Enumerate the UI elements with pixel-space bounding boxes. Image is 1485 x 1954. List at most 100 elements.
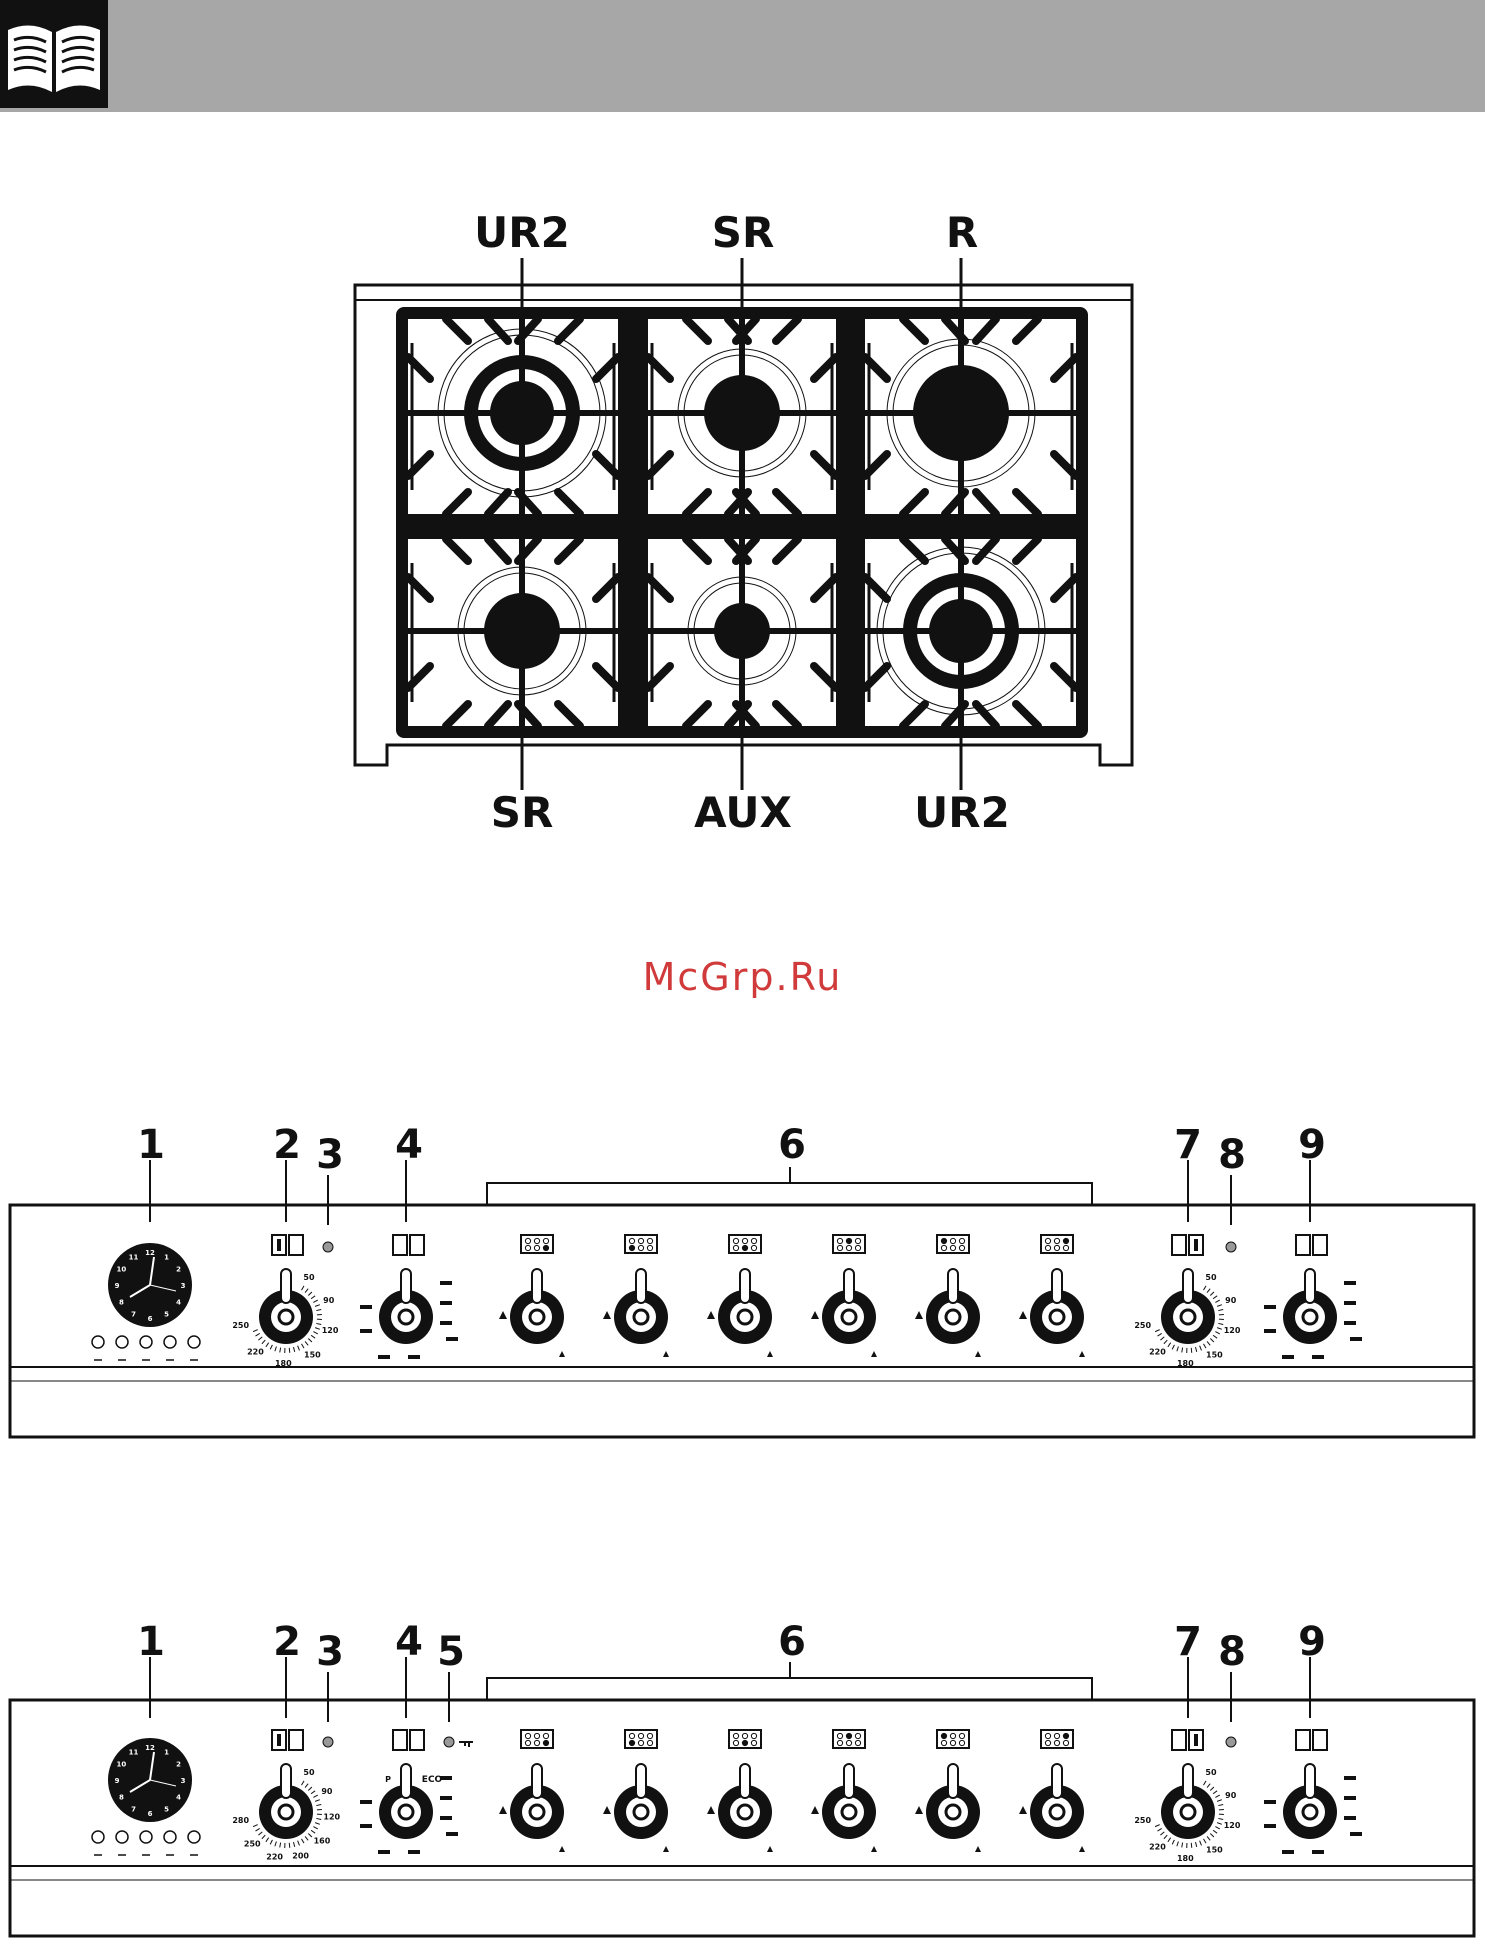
- knob-face: [391, 1797, 421, 1827]
- dial-label: 250: [1134, 1816, 1151, 1825]
- function-symbol: [360, 1800, 372, 1804]
- thermometer-icon: [1194, 1239, 1198, 1251]
- knob-face: [391, 1302, 421, 1332]
- burner-dot: [733, 1238, 738, 1243]
- burner-dot: [733, 1733, 738, 1738]
- dial-label: 120: [323, 1813, 340, 1822]
- dial-label: 250: [1134, 1321, 1151, 1330]
- burner-dot: [629, 1245, 634, 1250]
- function-symbol: [378, 1850, 390, 1854]
- burner-dot: [950, 1733, 955, 1738]
- burner-dot: [629, 1238, 634, 1243]
- burner-dot: [638, 1238, 643, 1243]
- burner-dot: [525, 1740, 530, 1745]
- function-symbol: [360, 1329, 372, 1333]
- burner-dot: [1054, 1733, 1059, 1738]
- dial-tick: [289, 1843, 290, 1848]
- function-symbol: [1264, 1329, 1276, 1333]
- burner-dot: [959, 1245, 964, 1250]
- function-symbol: [440, 1816, 452, 1820]
- knob-pointer: [636, 1764, 646, 1798]
- dial-label: 50: [303, 1273, 315, 1282]
- knob-face: [938, 1797, 968, 1827]
- knob-face: [938, 1302, 968, 1332]
- indicator-light: [444, 1737, 454, 1747]
- burner-dot: [846, 1733, 851, 1738]
- knob-pointer: [281, 1764, 291, 1798]
- burner-dot: [959, 1238, 964, 1243]
- oven-icon: [1296, 1235, 1310, 1255]
- burner-dot: [1054, 1238, 1059, 1243]
- clock-button: [164, 1831, 176, 1843]
- knob-pointer: [281, 1269, 291, 1303]
- knob-face: [626, 1302, 656, 1332]
- oven-icon: [393, 1235, 407, 1255]
- knob-face: [730, 1302, 760, 1332]
- knob-pointer: [844, 1764, 854, 1798]
- oven-icon: [1296, 1730, 1310, 1750]
- dial-label: 150: [304, 1351, 321, 1360]
- knob-face: [522, 1797, 552, 1827]
- function-symbol: [1264, 1305, 1276, 1309]
- burner-dot: [950, 1245, 955, 1250]
- burner-dot: [647, 1740, 652, 1745]
- function-symbol: [446, 1832, 458, 1836]
- burner-dot: [525, 1238, 530, 1243]
- knob-face: [834, 1302, 864, 1332]
- dial-tick: [1191, 1843, 1192, 1848]
- dial-label: 220: [1149, 1842, 1166, 1851]
- oven-icon: [410, 1235, 424, 1255]
- function-symbol: [1312, 1850, 1324, 1854]
- knob-face: [1295, 1302, 1325, 1332]
- knob-pointer: [1183, 1269, 1193, 1303]
- burner-dot: [733, 1245, 738, 1250]
- oven-icon: [393, 1730, 407, 1750]
- dial-label: 90: [1225, 1296, 1237, 1305]
- clock-numeral: 8: [119, 1299, 124, 1307]
- function-symbol: [440, 1301, 452, 1305]
- clock-numeral: 4: [176, 1299, 181, 1307]
- knob-pointer: [844, 1269, 854, 1303]
- burner-dot: [742, 1733, 747, 1738]
- knob-pointer: [740, 1269, 750, 1303]
- knob-pointer: [1305, 1269, 1315, 1303]
- burner-dot: [742, 1740, 747, 1745]
- function-symbol: [360, 1305, 372, 1309]
- dial-tick: [1191, 1348, 1192, 1353]
- knob-face: [271, 1302, 301, 1332]
- burner-dot: [941, 1740, 946, 1745]
- burner-dot: [742, 1245, 747, 1250]
- knob-pointer: [532, 1269, 542, 1303]
- burner-dot: [950, 1238, 955, 1243]
- clock-numeral: 2: [176, 1761, 181, 1769]
- burner-dot: [751, 1733, 756, 1738]
- burner-dot: [959, 1740, 964, 1745]
- clock-numeral: 9: [115, 1282, 120, 1290]
- dial-label: 160: [314, 1837, 331, 1846]
- dial-label: 90: [323, 1296, 335, 1305]
- burner-dot: [846, 1740, 851, 1745]
- oven-icon: [410, 1730, 424, 1750]
- burner-dot: [525, 1245, 530, 1250]
- clock-button: [92, 1831, 104, 1843]
- indicator-light: [323, 1242, 333, 1252]
- burner-dot: [941, 1733, 946, 1738]
- knob-pointer: [948, 1764, 958, 1798]
- clock-numeral: 7: [131, 1311, 136, 1319]
- dial-label: 180: [1177, 1359, 1194, 1368]
- clock-numeral: 5: [164, 1806, 169, 1814]
- oven-icon: [289, 1730, 303, 1750]
- burner-dot: [543, 1245, 548, 1250]
- clock-numeral: 3: [181, 1777, 186, 1785]
- knob-pointer: [401, 1764, 411, 1798]
- clock-numeral: 5: [164, 1311, 169, 1319]
- clock-button: [92, 1336, 104, 1348]
- knob-face: [1042, 1797, 1072, 1827]
- burner-dot: [846, 1245, 851, 1250]
- oven-icon: [1313, 1730, 1327, 1750]
- dial-label: 50: [303, 1768, 315, 1777]
- burner-dot: [941, 1245, 946, 1250]
- clock-numeral: 7: [131, 1806, 136, 1814]
- clock-numeral: 9: [115, 1777, 120, 1785]
